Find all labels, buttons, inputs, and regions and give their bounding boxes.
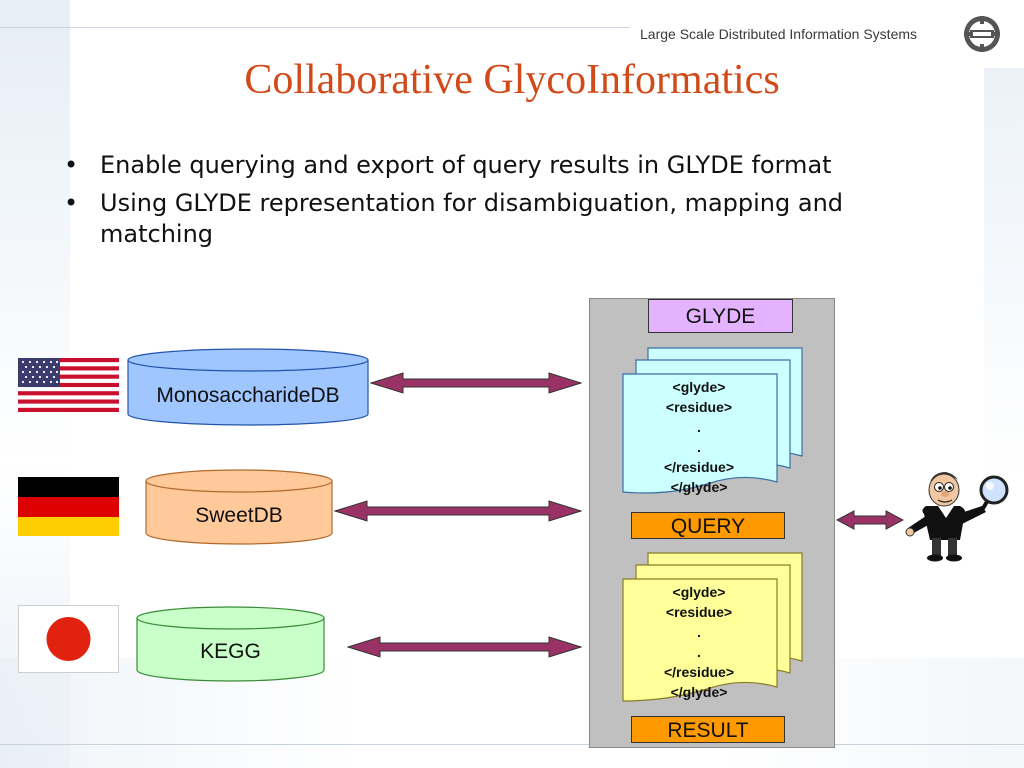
- detective-with-magnifier-icon: [905, 472, 1009, 562]
- header-banner: [630, 0, 1024, 68]
- bullet-text: Using GLYDE representation for disambigu…: [100, 189, 844, 248]
- database-shape: [127, 348, 369, 426]
- database-shape: [145, 469, 333, 545]
- glyde-label: GLYDE: [648, 299, 793, 333]
- doc-line: </glyde>: [670, 479, 728, 495]
- double-arrow-icon: [370, 372, 582, 394]
- slide-title: Collaborative GlycoInformatics: [244, 57, 780, 103]
- lsdis-gear-logo-icon: [964, 16, 1000, 52]
- bullet-dot: •: [64, 151, 79, 179]
- footer-rule: [0, 744, 1024, 745]
- usa-flag-icon: [18, 358, 119, 412]
- bullet-item: • Using GLYDE representation for disambi…: [60, 188, 940, 250]
- database-shape: [136, 606, 325, 682]
- doc-line: .: [697, 439, 701, 455]
- result-document-stack-icon: [622, 552, 803, 702]
- database-name: SweetDB: [195, 504, 283, 527]
- doc-line: .: [697, 644, 701, 660]
- doc-line: <glyde>: [672, 379, 726, 395]
- query-document-text: <glyde> <residue> . . </residue> </glyde…: [624, 377, 774, 497]
- germany-flag-icon: [18, 477, 119, 536]
- header-rule: [0, 27, 630, 28]
- double-arrow-icon: [836, 510, 904, 530]
- double-arrow-icon: [334, 500, 582, 522]
- bullet-list: • Enable querying and export of query re…: [60, 150, 940, 257]
- doc-line: <glyde>: [672, 584, 726, 600]
- database-name: MonosaccharideDB: [156, 384, 340, 407]
- doc-line: </residue>: [663, 459, 735, 475]
- background-right-pattern: [984, 60, 1024, 480]
- doc-line: <residue>: [665, 399, 733, 415]
- doc-line: .: [697, 624, 701, 640]
- doc-line: </glyde>: [670, 684, 728, 700]
- query-document-stack-icon: [622, 347, 803, 494]
- doc-line: .: [697, 419, 701, 435]
- database-cylinder: KEGG: [136, 606, 325, 682]
- query-label: QUERY: [631, 512, 785, 539]
- japan-flag-icon: [18, 605, 119, 673]
- bullet-item: • Enable querying and export of query re…: [60, 150, 940, 181]
- doc-line: </residue>: [663, 664, 735, 680]
- result-document-text: <glyde> <residue> . . </residue> </glyde…: [624, 582, 774, 702]
- database-name: KEGG: [200, 640, 261, 663]
- database-cylinder: SweetDB: [145, 469, 333, 545]
- organization-name: Large Scale Distributed Information Syst…: [640, 26, 918, 42]
- double-arrow-icon: [347, 636, 582, 658]
- doc-line: <residue>: [665, 604, 733, 620]
- bullet-dot: •: [64, 189, 79, 217]
- bullet-text: Enable querying and export of query resu…: [100, 151, 832, 179]
- result-label: RESULT: [631, 716, 785, 743]
- database-cylinder: MonosaccharideDB: [127, 348, 369, 426]
